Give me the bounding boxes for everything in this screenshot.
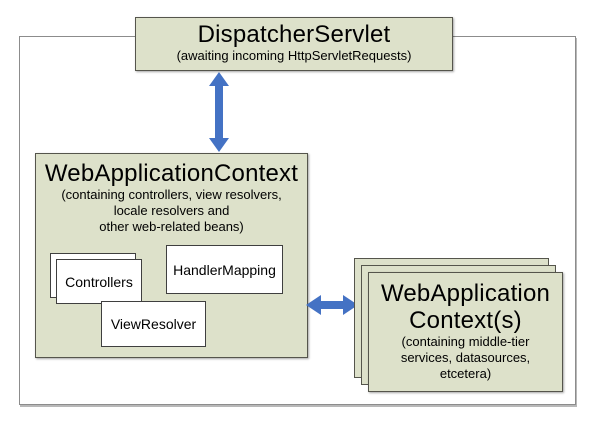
- dispatcher-servlet-box: DispatcherServlet (awaiting incoming Htt…: [135, 17, 453, 71]
- dispatcher-servlet-title: DispatcherServlet: [197, 21, 391, 48]
- web-application-contexts-stack: WebApplication Context(s) (containing mi…: [354, 258, 566, 394]
- web-application-context-box: WebApplicationContext (containing contro…: [35, 153, 308, 358]
- dispatcher-servlet-subtitle: (awaiting incoming HttpServletRequests): [176, 48, 412, 63]
- controllers-box: Controllers: [56, 259, 142, 304]
- bidirectional-arrow-vertical-icon: [209, 72, 229, 152]
- web-application-context-subtitle: (containing controllers, view resolvers,…: [61, 187, 282, 234]
- view-resolver-box: ViewResolver: [101, 301, 206, 347]
- handler-mapping-label: HandlerMapping: [173, 261, 276, 278]
- bidirectional-arrow-horizontal-icon: [306, 295, 358, 315]
- web-application-context-title: WebApplicationContext: [44, 160, 299, 187]
- view-resolver-label: ViewResolver: [110, 316, 197, 332]
- web-application-contexts-subtitle: (containing middle-tier services, dataso…: [400, 334, 531, 381]
- web-application-contexts-title: WebApplication Context(s): [380, 280, 551, 334]
- controllers-label: Controllers: [65, 273, 133, 290]
- web-application-contexts-box: WebApplication Context(s) (containing mi…: [368, 272, 563, 392]
- handler-mapping-box: HandlerMapping: [166, 245, 283, 294]
